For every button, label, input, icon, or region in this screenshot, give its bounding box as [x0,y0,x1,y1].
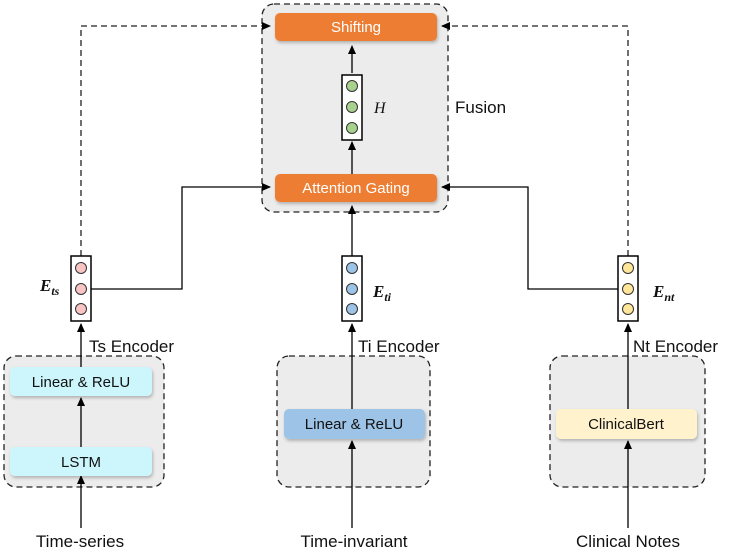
embedding-vector-nt [617,255,639,322]
ts-encoder-title: Ts Encoder [89,337,174,356]
skip-connection-nt [441,22,629,256]
ts-linear-relu-block [10,367,152,396]
ti-linear-relu-label: Linear & ReLU [305,416,403,433]
input-label-ts: Time-series [36,532,124,550]
nt-clinicalbert-block [556,409,697,439]
embedding-label-ts: Ets [39,276,60,298]
attention-gating-block [275,174,437,202]
embedding-vector-ti [341,255,363,322]
nt-encoder-title: Nt Encoder [633,337,718,356]
nt-clinicalbert-label: ClinicalBert [588,416,665,433]
input-label-ti: Time-invariant [300,532,407,550]
shifting-block [275,13,437,41]
embedding-vector-ts [70,255,92,322]
arrow-nt-to-attention [441,183,620,290]
input-label-nt: Clinical Notes [576,532,680,550]
ts-lstm-label: LSTM [61,454,101,471]
shifting-label: Shifting [331,19,381,36]
ts-linear-relu-label: Linear & ReLU [32,374,130,391]
ti-linear-relu-block [284,409,425,439]
attention-gating-label: Attention Gating [302,180,410,197]
ts-lstm-block [10,447,152,476]
arrow-ts-to-attention [89,183,271,290]
skip-connection-ts [80,22,271,256]
embedding-label-nt: Ent [652,282,675,304]
fusion-label: Fusion [455,98,506,117]
embedding-label-ti: Eti [372,282,392,304]
hidden-symbol: H [373,100,387,117]
ti-encoder-title: Ti Encoder [358,337,440,356]
hidden-vector-h [341,74,363,141]
